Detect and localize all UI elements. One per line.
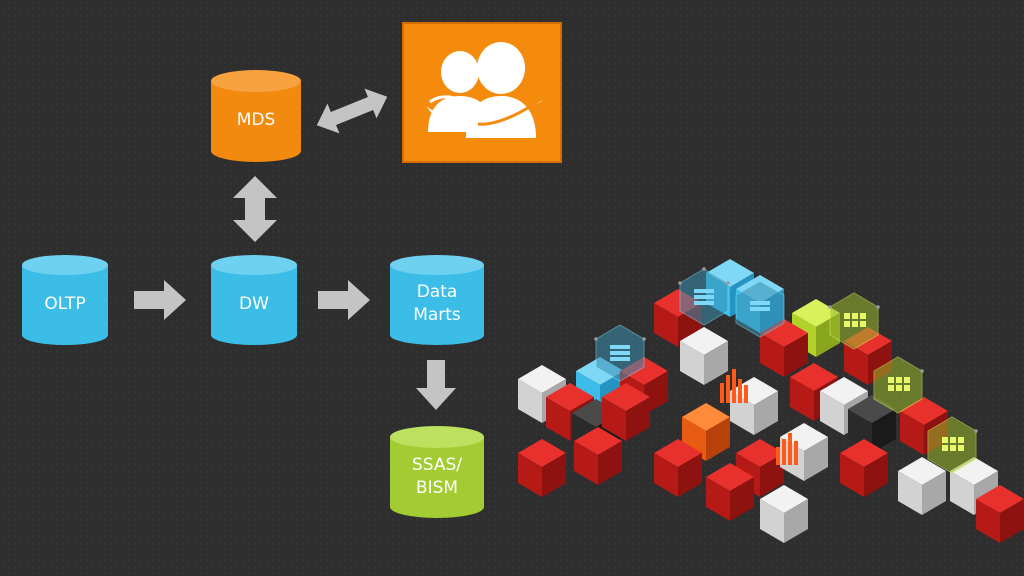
data-cubes-icon: [518, 259, 1024, 543]
dw-to-data-marts-arrow: [318, 280, 370, 320]
mds-users-double-arrow: [316, 88, 388, 134]
dw-cylinder: DW: [211, 255, 297, 345]
mds-dw-double-arrow: [233, 176, 277, 242]
mds-label: MDS: [236, 110, 276, 130]
data-marts-to-ssas-arrow: [416, 360, 456, 410]
oltp-cylinder: OLTP: [22, 255, 108, 345]
users-tile: [402, 22, 562, 163]
oltp-to-dw-arrow: [134, 280, 186, 320]
data-marts-cylinder: Data Marts: [390, 255, 484, 345]
oltp-label: OLTP: [44, 294, 86, 314]
ssas-bism-label: SSAS/ BISM: [411, 455, 463, 498]
ssas-bism-cylinder: SSAS/ BISM: [390, 426, 484, 518]
dw-label: DW: [239, 294, 269, 314]
users-icon: [426, 42, 551, 138]
mds-cylinder: MDS: [211, 70, 301, 162]
data-marts-label: Data Marts: [413, 282, 461, 325]
